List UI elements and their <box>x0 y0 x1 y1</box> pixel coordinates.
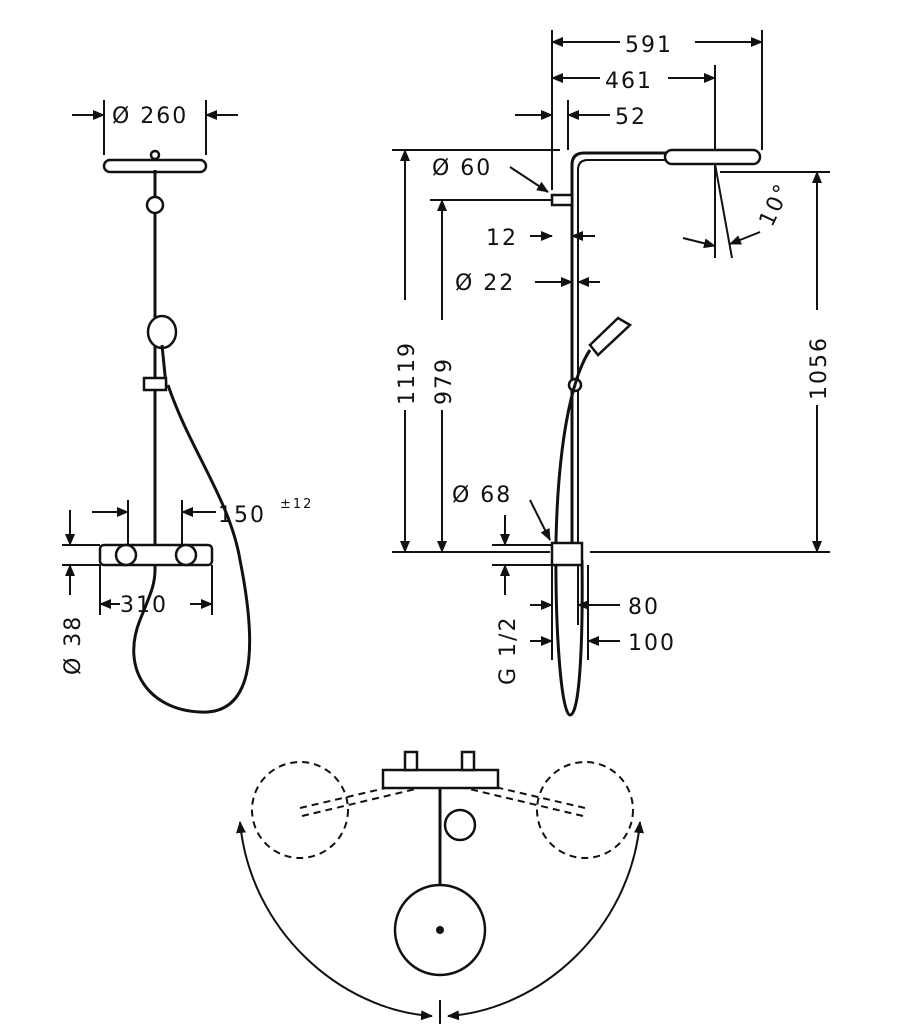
side-hose <box>554 349 592 717</box>
rotation-arc-left <box>236 821 433 1021</box>
head-diameter-label: Ø 260 <box>112 104 188 129</box>
rotation-arc-right <box>447 821 644 1021</box>
head-swivel-right <box>536 761 634 859</box>
front-wall-bracket <box>145 195 165 215</box>
outlet-tolerance-label: ±12 <box>280 497 313 512</box>
head-height-label: 1056 <box>807 336 832 400</box>
side-thermostat <box>550 541 584 567</box>
side-view: 591 461 52 Ø 60 12 Ø 22 10° 1119 979 <box>392 30 832 717</box>
thermostat-diameter-label: Ø 38 <box>61 615 86 675</box>
top-thermostat <box>381 768 500 790</box>
top-hand-shower <box>443 808 477 842</box>
total-projection-label: 591 <box>625 33 673 58</box>
bracket-height-label: 979 <box>432 357 457 405</box>
front-hose <box>132 384 252 714</box>
bracket-diameter-label: Ø 60 <box>432 156 492 181</box>
thread-label: G 1/2 <box>496 616 521 685</box>
head-tilt-label: 10° <box>755 179 797 230</box>
rosette-diameter-label: Ø 68 <box>452 483 512 508</box>
side-shower-head <box>663 148 762 166</box>
top-view <box>236 750 644 1024</box>
wall-distance-label: 52 <box>615 105 647 130</box>
depth-80-label: 80 <box>628 595 660 620</box>
thermostat-width-label: 310 <box>120 593 168 618</box>
bracket-offset-label: 12 <box>486 226 518 251</box>
head-swivel-left <box>251 761 349 859</box>
depth-100-label: 100 <box>628 631 676 656</box>
outlet-spacing-label: 150 <box>218 503 266 528</box>
pipe-diameter-label: Ø 22 <box>455 271 515 296</box>
front-hand-shower <box>142 314 178 392</box>
front-shower-head <box>102 149 208 174</box>
side-wall-bracket <box>550 193 574 207</box>
front-view: Ø 260 150 ±12 Ø 38 310 <box>61 100 313 714</box>
front-thermostat <box>98 543 214 567</box>
side-riser-and-arm <box>570 151 720 555</box>
arm-projection-label: 461 <box>605 69 653 94</box>
total-height-label: 1119 <box>395 341 420 405</box>
